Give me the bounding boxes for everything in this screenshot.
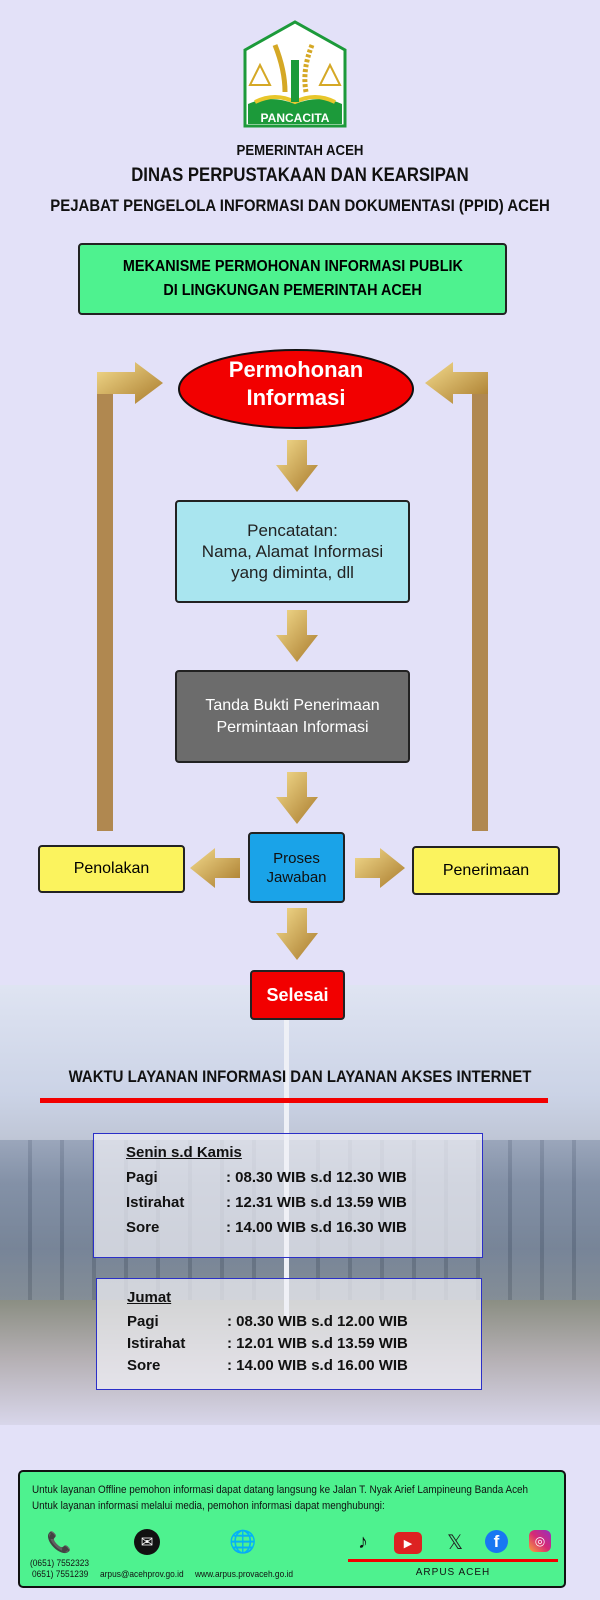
permohonan-ellipse bbox=[178, 349, 414, 429]
mechanism-title-box: MEKANISME PERMOHONAN INFORMASI PUBLIK DI… bbox=[78, 243, 507, 315]
instagram-icon[interactable]: ◎ bbox=[529, 1530, 551, 1552]
start-line2: Informasi bbox=[246, 385, 346, 410]
outcome-penolakan: Penolakan bbox=[38, 845, 185, 893]
step-pencatatan: Pencatatan: Nama, Alamat Informasi yang … bbox=[175, 500, 410, 603]
row-time: : 14.00 WIB s.d 16.00 WIB bbox=[227, 1356, 408, 1374]
tanda-bukti-line1: Tanda Bukti Penerimaan bbox=[205, 696, 380, 714]
arrow-right-icon bbox=[355, 848, 405, 888]
schedule-day: Jumat bbox=[127, 1289, 172, 1306]
contact-footer: Untuk layanan Offline pemohon informasi … bbox=[18, 1470, 566, 1588]
offline-info: Untuk layanan Offline pemohon informasi … bbox=[32, 1484, 529, 1496]
pencatatan-line3: yang diminta, dll bbox=[231, 563, 354, 582]
arrow-down-icon bbox=[276, 610, 318, 662]
website-link[interactable]: www.arpus.provaceh.go.id bbox=[195, 1569, 294, 1580]
proses-line2: Jawaban bbox=[266, 868, 327, 886]
arrow-down-icon bbox=[276, 908, 318, 960]
tiktok-icon[interactable]: ♪ bbox=[358, 1530, 368, 1553]
row-time: : 08.30 WIB s.d 12.30 WIB bbox=[226, 1169, 407, 1186]
pancacita-logo: PANCACITA bbox=[240, 20, 350, 128]
row-time: : 12.31 WIB s.d 13.59 WIB bbox=[226, 1194, 407, 1211]
schedule-friday: Jumat Pagi : 08.30 WIB s.d 12.00 WIB Isti… bbox=[96, 1278, 482, 1390]
end-selesai: Selesai bbox=[250, 970, 345, 1020]
social-underline bbox=[348, 1559, 558, 1562]
row-time: : 14.00 WIB s.d 16.30 WIB bbox=[226, 1219, 407, 1236]
return-bar-left bbox=[97, 378, 113, 831]
arrow-left-icon bbox=[190, 848, 240, 888]
tanda-bukti-line2: Permintaan Informasi bbox=[216, 718, 369, 736]
schedule-mon-thu: Senin s.d Kamis Pagi : 08.30 WIB s.d 12.3… bbox=[93, 1133, 483, 1258]
service-hours-title: WAKTU LAYANAN INFORMASI DAN LAYANAN AKSE… bbox=[68, 1067, 532, 1086]
arrow-left-icon bbox=[425, 362, 488, 404]
phone-number-2: 0651) 7551239 bbox=[32, 1569, 89, 1580]
step-tanda-bukti: Tanda Bukti Penerimaan Permintaan Inform… bbox=[175, 670, 410, 763]
arrow-right-icon bbox=[97, 362, 163, 404]
row-label: Pagi bbox=[127, 1312, 159, 1330]
row-label: Sore bbox=[126, 1219, 160, 1236]
step-proses-jawaban: Proses Jawaban bbox=[248, 832, 345, 903]
row-time: : 08.30 WIB s.d 12.00 WIB bbox=[227, 1312, 408, 1330]
header-agency: DINAS PERPUSTAKAAN DAN KEARSIPAN bbox=[131, 165, 469, 186]
email-icon: ✉ bbox=[134, 1529, 160, 1555]
schedule-day: Senin s.d Kamis bbox=[126, 1144, 242, 1161]
youtube-icon[interactable]: ▶ bbox=[394, 1532, 422, 1554]
header-ppid: PEJABAT PENGELOLA INFORMASI DAN DOKUMENT… bbox=[50, 196, 550, 215]
mechanism-title-line2: DI LINGKUNGAN PEMERINTAH ACEH bbox=[163, 282, 422, 299]
media-info: Untuk layanan informasi melalui media, p… bbox=[32, 1500, 385, 1512]
phone-icon: 📞 bbox=[46, 1531, 72, 1554]
row-label: Pagi bbox=[126, 1169, 158, 1186]
facebook-icon[interactable]: f bbox=[485, 1530, 508, 1553]
return-bar-right bbox=[472, 378, 488, 831]
pencatatan-line2: Nama, Alamat Informasi bbox=[201, 542, 384, 561]
row-label: Istirahat bbox=[126, 1194, 185, 1211]
email-link[interactable]: arpus@acehprov.go.id bbox=[100, 1569, 184, 1580]
x-twitter-icon[interactable]: 𝕏 bbox=[446, 1531, 464, 1554]
mechanism-title-line1: MEKANISME PERMOHONAN INFORMASI PUBLIK bbox=[122, 258, 463, 275]
schedule-row: Pagi : 08.30 WIB s.d 12.00 WIB bbox=[127, 1310, 481, 1332]
outcome-penerimaan: Penerimaan bbox=[412, 846, 560, 895]
start-permohonan-informasi: Permohonan Informasi bbox=[179, 356, 413, 412]
row-time: : 12.01 WIB s.d 13.59 WIB bbox=[227, 1334, 408, 1352]
schedule-row: Sore : 14.00 WIB s.d 16.00 WIB bbox=[127, 1354, 481, 1376]
globe-icon: 🌐 bbox=[229, 1529, 257, 1554]
schedule-row: Istirahat : 12.31 WIB s.d 13.59 WIB bbox=[126, 1190, 482, 1215]
schedule-row: Istirahat : 12.01 WIB s.d 13.59 WIB bbox=[127, 1332, 481, 1354]
row-label: Istirahat bbox=[127, 1334, 186, 1352]
svg-text:PANCACITA: PANCACITA bbox=[261, 111, 330, 125]
pencatatan-line1: Pencatatan: bbox=[247, 521, 338, 540]
arrow-down-icon bbox=[276, 440, 318, 492]
title-underline bbox=[40, 1098, 548, 1103]
start-line1: Permohonan bbox=[228, 357, 364, 382]
proses-line1: Proses bbox=[273, 849, 320, 867]
header-government: PEMERINTAH ACEH bbox=[236, 142, 364, 159]
flow-arrows bbox=[97, 349, 488, 960]
schedule-row: Sore : 14.00 WIB s.d 16.30 WIB bbox=[126, 1215, 482, 1240]
social-handle: ARPUS ACEH bbox=[415, 1567, 491, 1578]
schedule-row: Pagi : 08.30 WIB s.d 12.30 WIB bbox=[126, 1165, 482, 1190]
row-label: Sore bbox=[127, 1356, 161, 1374]
arrow-down-icon bbox=[276, 772, 318, 824]
phone-number-1: (0651) 7552323 bbox=[30, 1558, 90, 1569]
